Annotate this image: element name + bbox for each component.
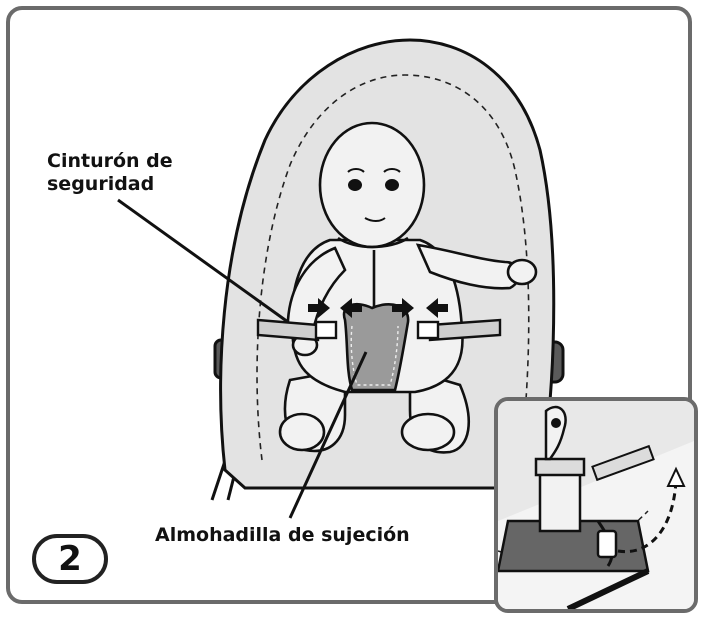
direction-arrows: [308, 298, 448, 318]
seat-belt: [256, 318, 502, 342]
baby-face: [347, 168, 401, 222]
leader-lines: [117, 198, 368, 519]
restraint-pad-label: Almohadilla de sujeción: [155, 524, 410, 546]
seat-belt-leader: [117, 198, 289, 324]
buckle-detail-illustration: [498, 401, 694, 609]
seat-belt-label: Cinturón de seguridad: [47, 150, 173, 195]
seat-stitching: [256, 74, 530, 466]
detail-inset: [494, 397, 698, 613]
step-number-badge: 2: [32, 534, 108, 584]
restraint-pad-leader: [288, 351, 368, 519]
